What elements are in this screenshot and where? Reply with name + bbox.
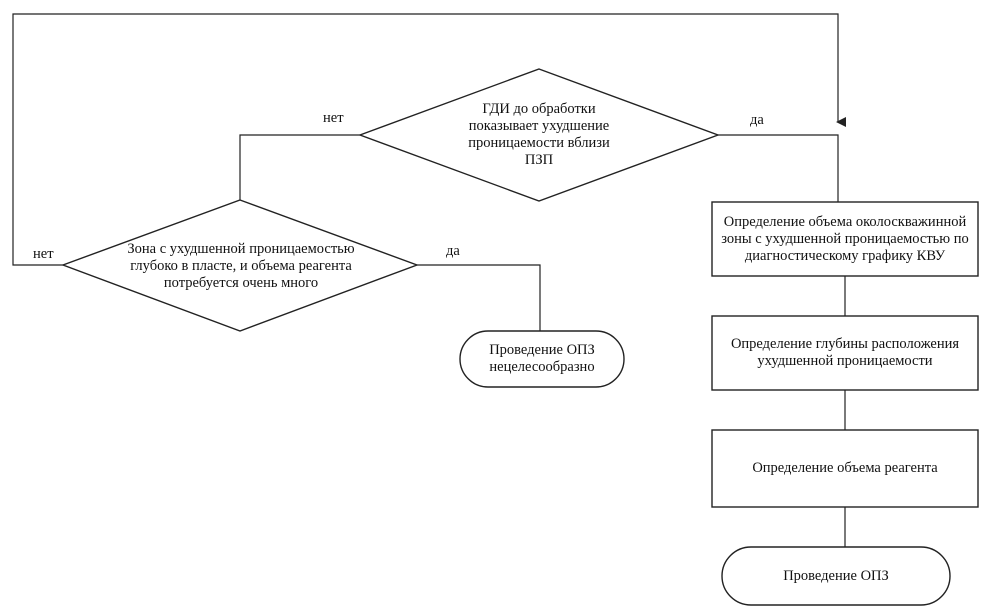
- left-yes-connector: [417, 264, 541, 331]
- process-3-text: Определение объема реагента: [752, 460, 938, 476]
- process-2-box: [711, 315, 979, 391]
- top-yes-label: да: [750, 112, 764, 128]
- top-no-connector: [239, 134, 360, 200]
- left-no-label: нет: [33, 246, 54, 262]
- decision-left-text: Зона с ухудшенной проницаемостью глубоко…: [127, 240, 355, 291]
- terminal-left-shape: [459, 330, 625, 388]
- process-1-box: [711, 201, 979, 277]
- decision-top-diamond: [357, 68, 721, 202]
- terminal-end-text: Проведение ОПЗ: [783, 567, 889, 584]
- decision-top-text: ГДИ до обработки показывает ухудшение пр…: [468, 101, 610, 168]
- process-3-box: [711, 429, 979, 508]
- loop-connector: [12, 13, 846, 266]
- terminal-left-text: Проведение ОПЗ нецелесообразно: [489, 342, 595, 375]
- process-2-text: Определение глубины расположения ухудшен…: [730, 336, 960, 369]
- decision-left-diamond: [60, 199, 420, 332]
- top-yes-connector: [718, 134, 839, 202]
- terminal-end-shape: [721, 546, 951, 606]
- left-yes-label: да: [446, 243, 460, 259]
- top-no-label: нет: [323, 110, 344, 126]
- process-1-text: Определение объема околоскважинной зоны …: [721, 213, 969, 264]
